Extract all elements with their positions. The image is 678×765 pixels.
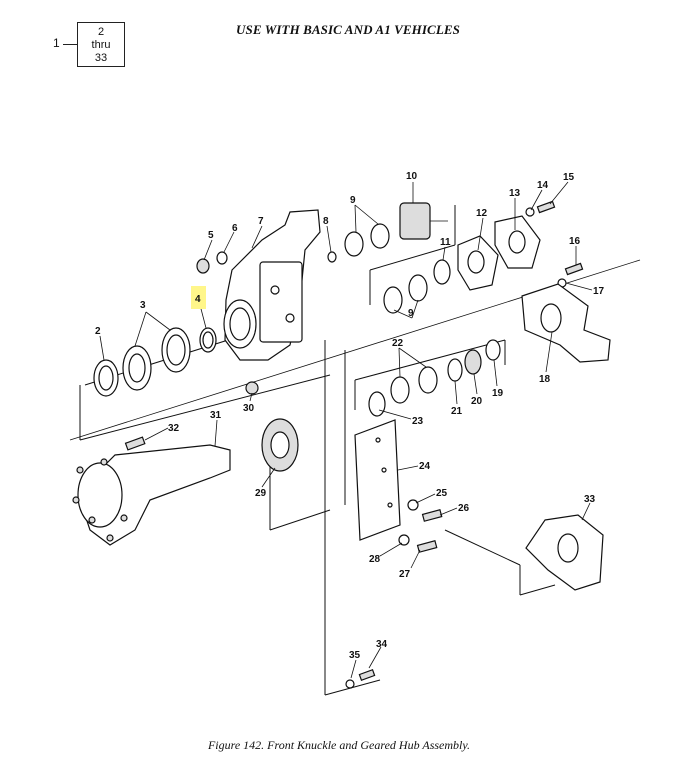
part-19-ring — [485, 339, 501, 361]
part-13-cover — [494, 215, 541, 269]
page-title: USE WITH BASIC AND A1 VEHICLES — [236, 22, 460, 37]
callout-21: 21 — [451, 406, 463, 417]
callout-labels: 2 3 4 5 6 7 8 9 9 10 11 12 13 14 15 16 1… — [95, 171, 605, 661]
bracket-line-bottom — [79, 374, 331, 441]
part-3-bearing-set — [122, 327, 191, 391]
callout-35: 35 — [349, 650, 361, 661]
callout-33: 33 — [584, 494, 596, 505]
part-20-gear-ring — [464, 349, 482, 375]
callout-26: 26 — [458, 503, 470, 514]
part-33-cap — [525, 514, 604, 591]
callout-19: 19 — [492, 388, 504, 399]
callout-34: 34 — [376, 639, 388, 650]
reference-lead-line — [63, 44, 77, 45]
cap-line-3 — [519, 584, 556, 596]
callout-13: 13 — [509, 188, 521, 199]
gear-drop-line-2 — [269, 509, 331, 531]
part-4-ring — [199, 327, 217, 353]
callout-15: 15 — [563, 172, 575, 183]
part-15-bolt — [536, 200, 556, 214]
callout-11: 11 — [440, 237, 451, 248]
callout-24: 24 — [419, 461, 431, 472]
callout-9-upper: 9 — [350, 195, 356, 206]
callout-12: 12 — [476, 208, 488, 219]
callout-3: 3 — [140, 300, 146, 311]
part-28-washer — [398, 534, 410, 546]
callout-leaders — [99, 181, 593, 679]
highlight-marker — [191, 286, 206, 309]
callout-28: 28 — [369, 554, 381, 565]
part-2-seal — [93, 359, 119, 397]
reference-box-start: 2 — [97, 26, 105, 38]
callout-2: 2 — [95, 326, 101, 337]
callout-27: 27 — [399, 569, 411, 580]
figure-caption: Figure 142. Front Knuckle and Geared Hub… — [207, 738, 471, 752]
part-32-bolt — [124, 436, 146, 451]
callout-14: 14 — [537, 180, 549, 191]
part-26-bolt — [421, 509, 443, 522]
part-8-nut — [327, 251, 337, 263]
part-23-seal — [368, 391, 386, 417]
part-27-bolt — [416, 540, 438, 553]
part-31-geared-hub — [72, 444, 231, 546]
reference-box-thru: thru — [91, 39, 111, 51]
part-6-washer — [216, 251, 228, 265]
lower-axis-line — [354, 339, 506, 381]
reference-box: 2 thru 33 — [77, 22, 125, 67]
callout-23: 23 — [412, 416, 424, 427]
part-14-washer — [525, 207, 535, 217]
callout-31: 31 — [210, 410, 222, 421]
callout-17: 17 — [593, 286, 605, 297]
part-35-washer — [345, 679, 355, 689]
reference-box-end: 33 — [94, 52, 108, 64]
part-24-plate — [354, 419, 401, 541]
part-7-knuckle — [223, 209, 321, 361]
part-10-gear — [399, 202, 448, 240]
callout-4: 4 — [195, 294, 201, 305]
part-34-bolt — [358, 669, 376, 681]
callout-32: 32 — [168, 423, 180, 434]
callout-16: 16 — [569, 236, 581, 247]
callout-22: 22 — [392, 338, 404, 349]
part-11-seal — [433, 259, 451, 285]
callout-25: 25 — [436, 488, 448, 499]
part-25-washer — [407, 499, 419, 511]
part-30-fitting — [245, 381, 259, 395]
callout-30: 30 — [243, 403, 255, 414]
part-29-gear — [261, 418, 299, 472]
part-22-bearings — [390, 366, 438, 404]
callout-29: 29 — [255, 488, 267, 499]
callout-5: 5 — [208, 230, 214, 241]
reference-lead-number: 1 — [53, 36, 60, 50]
callout-8: 8 — [323, 216, 329, 227]
part-16-bolt — [564, 262, 584, 276]
part-5-fitting — [196, 258, 210, 274]
callout-7: 7 — [258, 216, 264, 227]
part-21-washer — [447, 358, 463, 382]
part-18-housing — [521, 283, 611, 363]
part-9-lower-bearings — [383, 274, 428, 314]
callout-9-lower: 9 — [408, 308, 414, 319]
upper-axis-line — [369, 244, 456, 271]
cap-line — [444, 529, 521, 566]
callout-6: 6 — [232, 223, 238, 234]
part-9-upper-bearings — [344, 223, 390, 257]
callout-20: 20 — [471, 396, 483, 407]
callout-10: 10 — [406, 171, 418, 182]
part-12-cover — [457, 235, 499, 291]
callout-18: 18 — [539, 374, 551, 385]
